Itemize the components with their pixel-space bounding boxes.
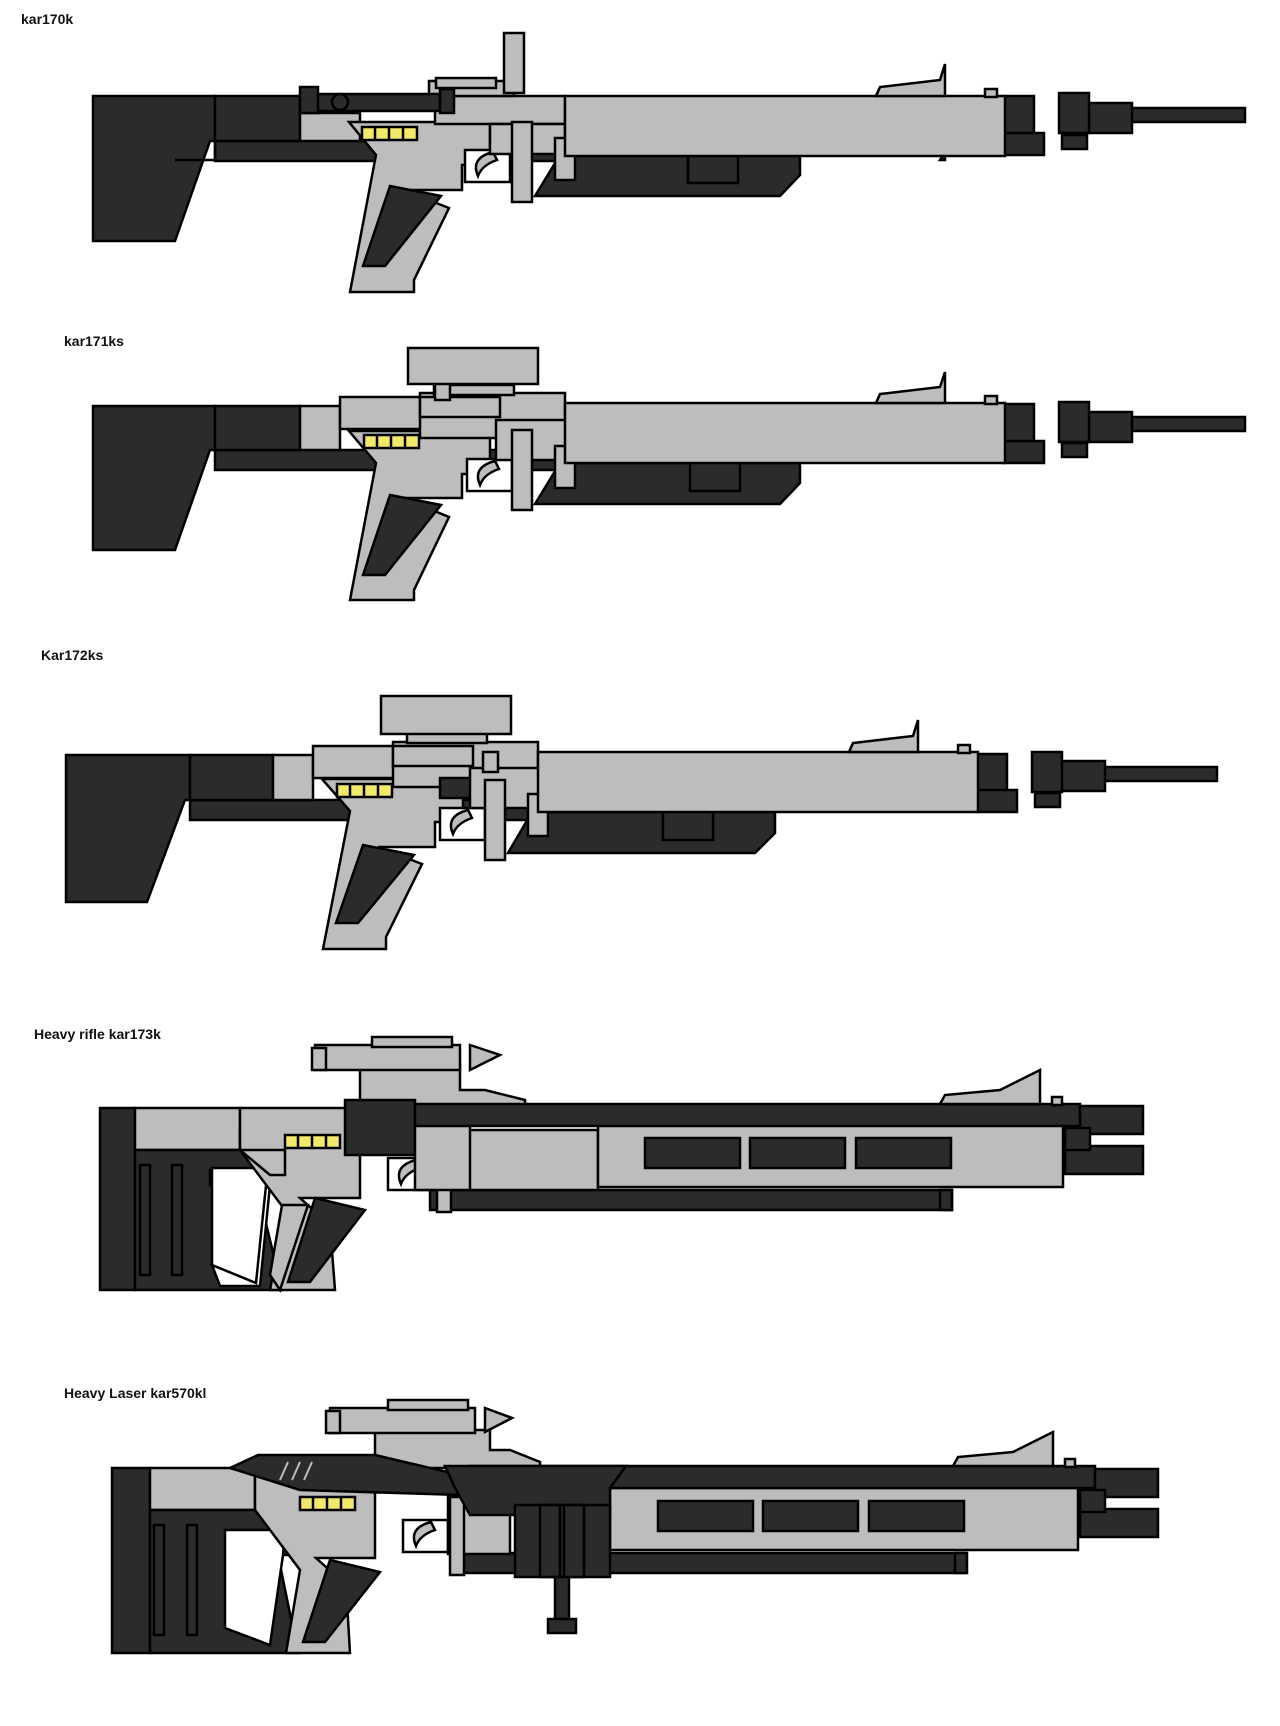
rifle-label-kar570kl: Heavy Laser kar570kl xyxy=(64,1385,207,1401)
rifle-kar173k xyxy=(98,1035,1145,1293)
rifle-label-kar173k: Heavy rifle kar173k xyxy=(34,1026,161,1042)
rifle-label-kar171ks: kar171ks xyxy=(64,333,124,349)
rifle-kar172ks xyxy=(64,694,1219,951)
rifle-label-kar170k: kar170k xyxy=(21,11,74,27)
rifle-kar170k xyxy=(91,31,1247,294)
rifle-kar570kl xyxy=(110,1398,1160,1655)
rifle-label-kar172ks: Kar172ks xyxy=(41,647,104,663)
rifle-kar171ks xyxy=(91,346,1247,602)
